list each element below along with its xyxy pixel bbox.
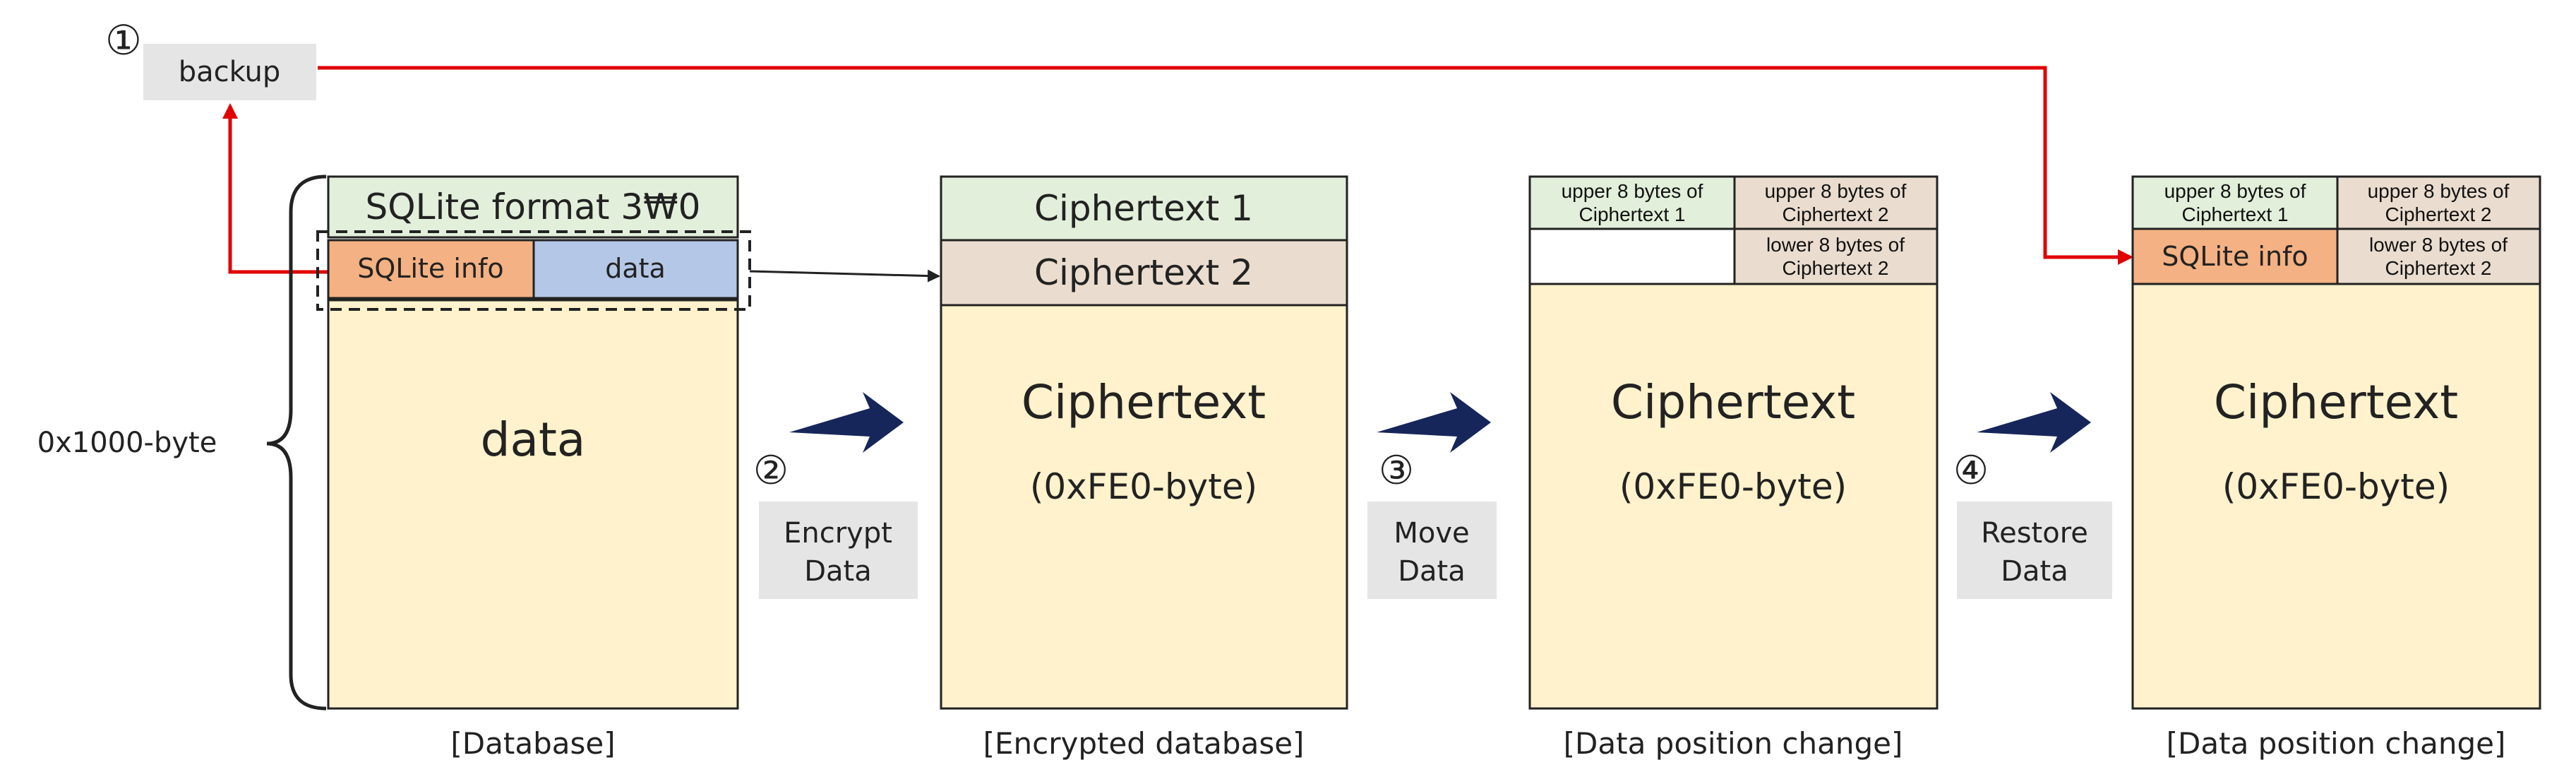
- restore-step-number: ④: [1953, 448, 1989, 494]
- database-body-cell: [327, 299, 739, 710]
- encrypted-block: Ciphertext 1 Ciphertext 2 Ciphertext (0x…: [940, 175, 1348, 761]
- move-label-box: [1367, 502, 1497, 599]
- restored-caption: [Data position change]: [2167, 726, 2506, 761]
- restore-label-line1: Restore: [1981, 517, 2088, 550]
- database-header-cell: [327, 175, 739, 239]
- database-info-text: SQLite info: [357, 253, 503, 284]
- encrypt-arrow-icon: [789, 392, 904, 453]
- cipher2-text: Ciphertext 2: [1034, 252, 1253, 293]
- encrypt-label-box: [759, 502, 918, 599]
- encrypted-body-size: (0xFE0-byte): [1030, 466, 1257, 507]
- database-body-text: data: [481, 413, 586, 467]
- cipher1-text: Ciphertext 1: [1034, 188, 1253, 229]
- database-data-small-text: data: [605, 253, 666, 284]
- restored-body-size: (0xFE0-byte): [2222, 466, 2450, 507]
- move-label-line1: Move: [1394, 517, 1469, 550]
- restored-cell-upper-c2-line1: upper 8 bytes of: [2368, 180, 2510, 202]
- data-to-cipher2-arrow: [749, 269, 940, 283]
- restore-label-line2: Data: [2001, 555, 2068, 588]
- backup-label: backup: [179, 56, 281, 88]
- move-step-number: ③: [1379, 448, 1414, 494]
- restored-body-title: Ciphertext: [2214, 375, 2458, 429]
- restored-cell-lower-c2-line2: Ciphertext 2: [2385, 257, 2492, 279]
- moved-body-title: Ciphertext: [1611, 375, 1855, 429]
- moved-cell-empty: [1528, 227, 1736, 285]
- database-info-cell: [327, 239, 535, 299]
- restore-arrow-icon: [1977, 392, 2091, 453]
- restored-body-cell: [2131, 283, 2541, 710]
- restored-cell-sqlite-info-text: SQLite info: [2162, 241, 2308, 272]
- moved-body-size: (0xFE0-byte): [1619, 466, 1847, 507]
- move-label-line2: Data: [1398, 555, 1466, 588]
- backup-step-number: ①: [105, 16, 142, 64]
- backup-box: [143, 44, 316, 100]
- moved-cell-upper-c1: [1528, 175, 1736, 230]
- moved-block: upper 8 bytes of Ciphertext 1 upper 8 by…: [1528, 175, 1939, 761]
- restored-cell-upper-c2: [2336, 175, 2541, 230]
- moved-cell-lower-c2-line1: lower 8 bytes of: [1766, 234, 1905, 256]
- info-to-backup-arrow: [222, 103, 328, 274]
- move-arrow-icon: [1377, 392, 1491, 453]
- restored-cell-upper-c2-line2: Ciphertext 2: [2385, 203, 2492, 225]
- moved-cell-upper-c2: [1733, 175, 1939, 230]
- database-caption: [Database]: [450, 726, 615, 761]
- moved-cell-upper-c1-line1: upper 8 bytes of: [1562, 180, 1703, 202]
- moved-cell-upper-c2-line2: Ciphertext 2: [1783, 203, 1889, 225]
- encrypt-label-line1: Encrypt: [784, 517, 892, 550]
- moved-caption: [Data position change]: [1564, 726, 1903, 761]
- moved-body-cell: [1528, 283, 1939, 710]
- database-header-text: SQLite format 3₩0: [366, 186, 701, 227]
- encrypt-step-number: ②: [753, 448, 789, 494]
- encrypted-body-cell: [940, 304, 1348, 710]
- backup-to-restore-arrow: [318, 66, 2133, 265]
- size-brace: [266, 174, 327, 711]
- size-label: 0x1000-byte: [37, 427, 217, 459]
- encrypted-body-title: Ciphertext: [1022, 375, 1266, 429]
- cipher1-cell: [940, 175, 1348, 242]
- database-selection-outline: [316, 230, 751, 311]
- restored-cell-upper-c1: [2131, 175, 2339, 230]
- restore-label-box: [1957, 502, 2112, 599]
- encrypted-caption: [Encrypted database]: [983, 726, 1305, 761]
- moved-cell-lower-c2-line2: Ciphertext 2: [1783, 257, 1889, 279]
- database-block: SQLite format 3₩0 SQLite info data data …: [316, 175, 751, 761]
- restored-cell-lower-c2: [2336, 227, 2541, 285]
- restored-cell-lower-c2-line1: lower 8 bytes of: [2369, 234, 2508, 256]
- encrypt-label-line2: Data: [804, 555, 872, 588]
- restored-cell-upper-c1-line2: Ciphertext 1: [2182, 203, 2289, 225]
- database-data-cell: [532, 239, 739, 299]
- restored-block: upper 8 bytes of Ciphertext 1 upper 8 by…: [2131, 175, 2541, 761]
- restored-cell-upper-c1-line1: upper 8 bytes of: [2164, 180, 2306, 202]
- moved-cell-upper-c1-line2: Ciphertext 1: [1579, 203, 1686, 225]
- moved-cell-upper-c2-line1: upper 8 bytes of: [1765, 180, 1907, 202]
